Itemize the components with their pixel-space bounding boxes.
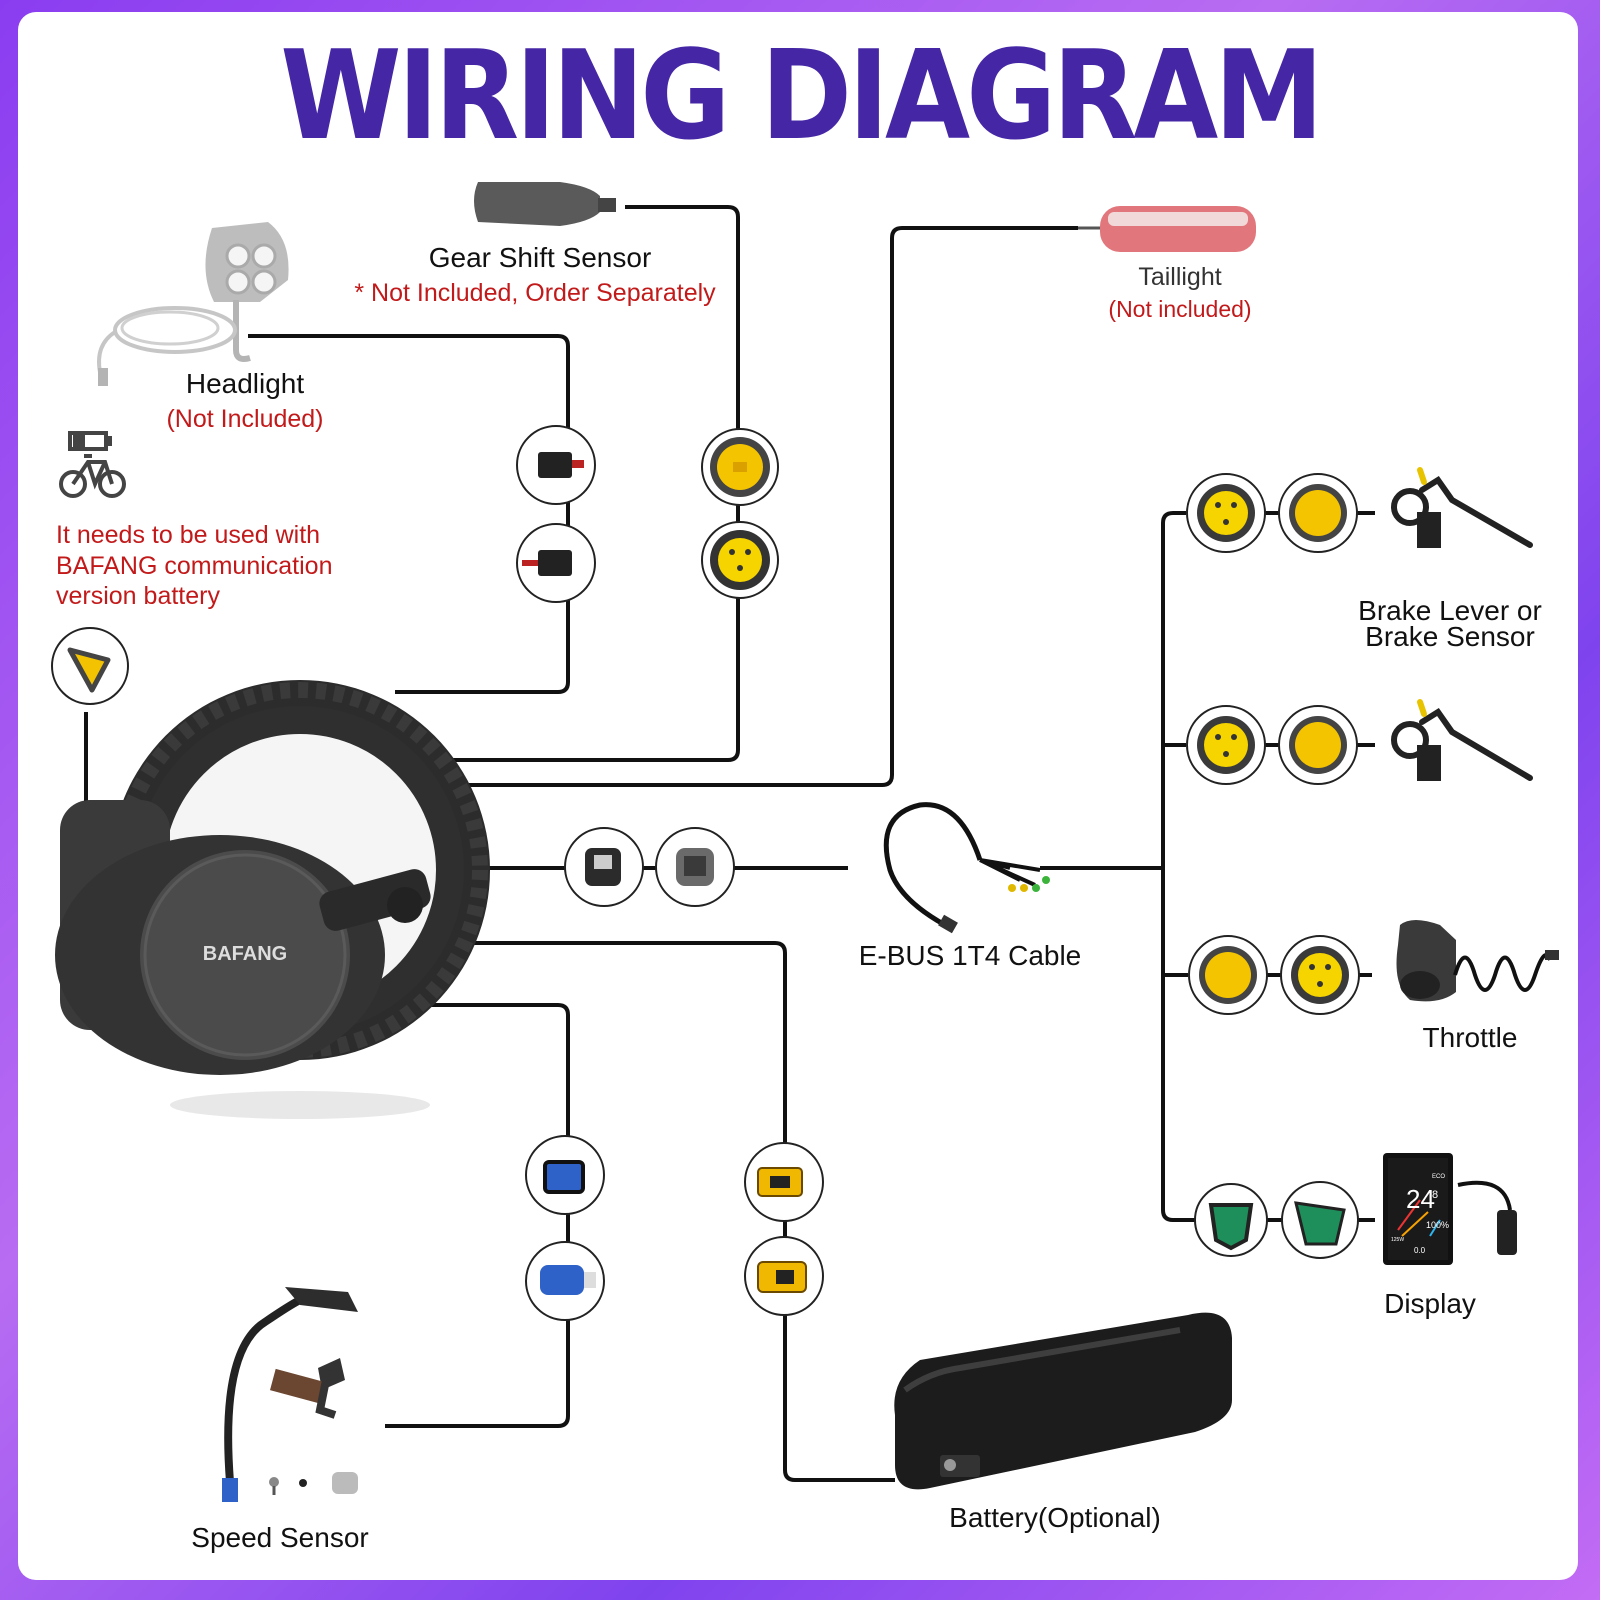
headlight-wire: [248, 334, 570, 694]
brake-lever-image: [1391, 467, 1533, 781]
speed-sensor-wire: [385, 1003, 570, 1428]
display-power: 125W: [1391, 1237, 1404, 1243]
page-title: WIRING DIAGRAM: [280, 24, 1324, 168]
display-speed: 24: [1406, 1184, 1435, 1214]
speed-sensor-image: [222, 1287, 358, 1502]
ebus-trunk: [1161, 511, 1200, 1222]
gear-shift-sensor-image: [474, 182, 616, 226]
taillight-image: [1078, 206, 1256, 252]
display-speed-decimal: 8: [1432, 1189, 1438, 1201]
display-image: [1383, 1153, 1517, 1265]
motor-brand: BAFANG: [203, 943, 287, 965]
speed-sensor-label: Speed Sensor: [191, 1522, 369, 1553]
throttle-image: [1396, 920, 1559, 1002]
brake-label-line2: Brake Sensor: [1365, 621, 1535, 652]
battery-power-wire: [455, 941, 895, 1482]
display-mode: ECO: [1432, 1174, 1445, 1180]
taillight-note: (Not included): [1108, 296, 1252, 322]
ebus-cable-label: E-BUS 1T4 Cable: [858, 940, 1082, 971]
ebus-cable-image: [883, 802, 1050, 934]
headlight-note: (Not Included): [166, 405, 324, 433]
throttle-label: Throttle: [1422, 1022, 1518, 1053]
headlight-image: [97, 222, 289, 386]
display-label: Display: [1384, 1288, 1476, 1319]
bafang-motor-image: [55, 680, 490, 1119]
brake-label-line1: Brake Lever or: [1358, 595, 1542, 626]
display-trip: 0.0: [1414, 1246, 1426, 1255]
bike-battery-icon: [59, 431, 126, 498]
taillight-wire: [462, 226, 1078, 787]
headlight-label: Headlight: [185, 368, 305, 399]
gear-shift-sensor-note: * Not Included, Order Separately: [354, 279, 716, 307]
battery-label: Battery(Optional): [949, 1502, 1161, 1533]
battery-compat-note: It needs to be used with BAFANG communic…: [56, 521, 333, 610]
display-battery: 100%: [1426, 1220, 1449, 1230]
gear-shift-sensor-label: Gear Shift Sensor: [428, 242, 652, 273]
taillight-label: Taillight: [1138, 263, 1222, 291]
battery-image: [894, 1312, 1232, 1490]
